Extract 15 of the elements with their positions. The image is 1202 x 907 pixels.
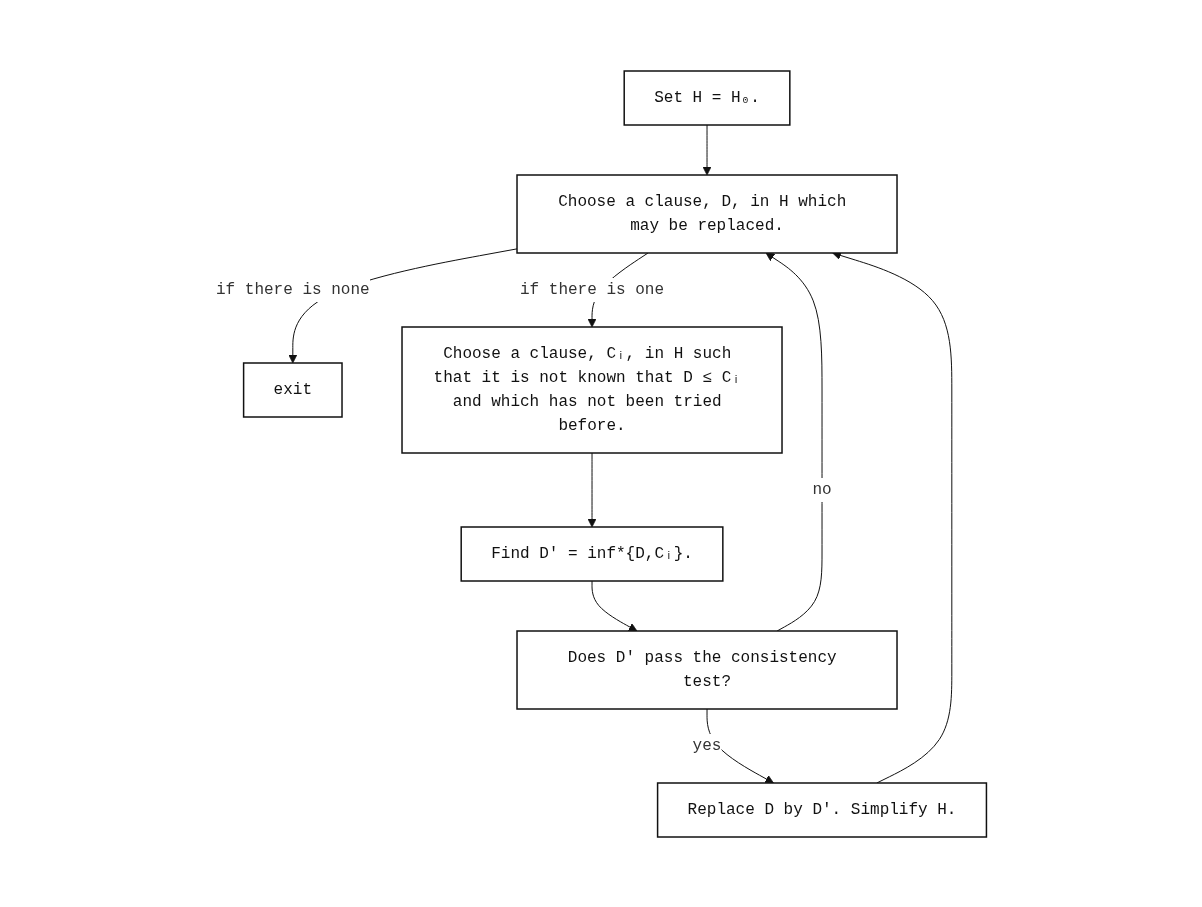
node-box: exit (242, 361, 343, 418)
edge-label: if there is one (519, 280, 664, 299)
edge-label: no (812, 480, 832, 499)
node-box: Choose a clause, Cᵢ, in H such that it is not known that D ≤ Cᵢ and which has not been tried before. (401, 325, 783, 454)
edge-label: yes (692, 736, 722, 755)
arrow (587, 452, 597, 527)
arrow (765, 252, 823, 631)
node-box: Replace D by D'. Simplify H. (656, 781, 987, 838)
node-box: Find D' = inf*{D,Cᵢ}. (460, 525, 724, 582)
edge-label: if there is none (215, 280, 370, 299)
node-box: Set H = H₀. (623, 69, 791, 126)
arrow (591, 580, 638, 631)
node-box: Choose a clause, D, in H which may be replaced. (516, 173, 898, 254)
arrow (702, 124, 712, 175)
node-box: Does D' pass the consistency test? (516, 629, 898, 710)
